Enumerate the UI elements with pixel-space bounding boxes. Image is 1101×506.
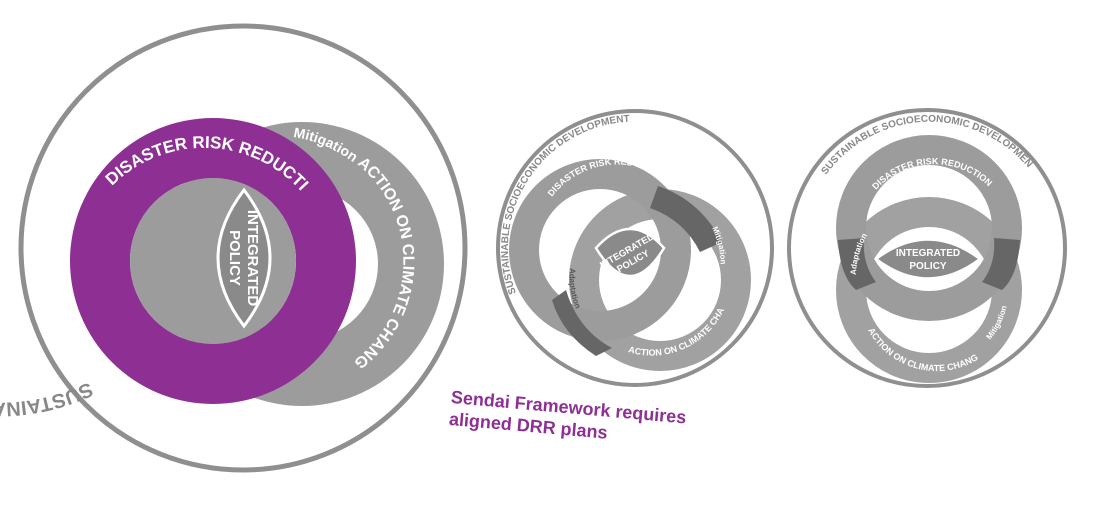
middle-overlap-top: [650, 186, 722, 252]
middle-overlap-left: [552, 290, 612, 356]
right-overlap-left: [838, 238, 876, 290]
right-drr-ring: [836, 135, 1022, 321]
large-center-label: INTEGRATED POLICY: [226, 210, 261, 307]
right-integrated-lens: [873, 238, 983, 280]
right-overlap-right: [982, 238, 1020, 290]
right-cca-ring: [836, 197, 1022, 383]
right-outer-circle: [787, 108, 1067, 388]
large-integrated-lens: [216, 187, 272, 329]
large-drr-ring: [70, 118, 356, 404]
large-center-line-2: POLICY: [226, 230, 243, 286]
right-center-line-1: INTEGRATED: [896, 248, 960, 259]
middle-integrated-lens: [594, 227, 666, 278]
large-outer-circle: [18, 23, 468, 473]
right-center-line-2: POLICY: [909, 261, 947, 272]
large-center-line-1: INTEGRATED: [244, 210, 261, 307]
middle-outer-circle: [496, 109, 774, 387]
large-diagram: SUSTAINABLE SOCIOECONOMIC DEVELOPMENT DI…: [0, 0, 468, 473]
